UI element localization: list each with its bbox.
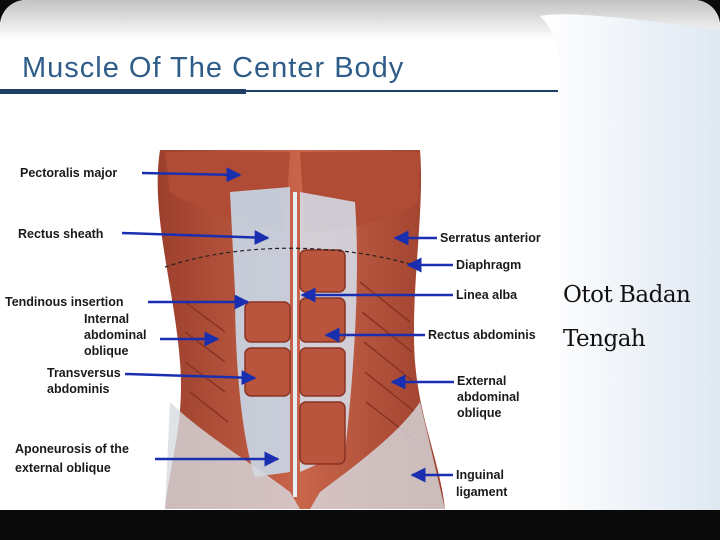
- label-rectus-sheath: Rectus sheath: [18, 227, 103, 241]
- label-external: External: [457, 374, 506, 388]
- label-pectoralis-major: Pectoralis major: [20, 166, 117, 180]
- title-underline-thick: [0, 89, 246, 94]
- label-diaphragm: Diaphragm: [456, 258, 521, 272]
- anatomy-figure: Pectoralis major Rectus sheath Tendinous…: [0, 132, 557, 509]
- title-underline-thin: [246, 90, 558, 92]
- label-external-oblique-left: external oblique: [15, 461, 111, 475]
- anatomy-illustration: Pectoralis major Rectus sheath Tendinous…: [5, 150, 541, 509]
- label-serratus-anterior: Serratus anterior: [440, 231, 541, 245]
- label-rectus-abdominis: Rectus abdominis: [428, 328, 536, 342]
- label-transversus: Transversus: [47, 366, 121, 380]
- slide-title: Muscle Of The Center Body: [22, 52, 405, 84]
- label-internal: Internal: [84, 312, 129, 326]
- label-aponeurosis: Aponeurosis of the: [15, 442, 129, 456]
- inguinal-region: [165, 402, 300, 509]
- bottom-bar: [0, 510, 720, 540]
- caption-line-2: Tengah: [563, 326, 646, 352]
- label-tendinous-insertion: Tendinous insertion: [5, 295, 124, 309]
- label-abdominal-right: abdominal: [457, 390, 520, 404]
- label-oblique-right: oblique: [457, 406, 501, 420]
- label-linea-alba: Linea alba: [456, 288, 518, 302]
- diaphragm-line: [164, 247, 421, 268]
- slide: Muscle Of The Center Body: [0, 0, 720, 510]
- label-abdominis: abdominis: [47, 382, 110, 396]
- oblique-striations: [184, 281, 419, 443]
- label-oblique: oblique: [84, 344, 128, 358]
- label-abdominal: abdominal: [84, 328, 147, 342]
- label-inguinal: Inguinal: [456, 468, 504, 482]
- label-ligament: ligament: [456, 485, 508, 499]
- pointer-arrows: [121, 167, 454, 483]
- caption-line-1: Otot Badan: [563, 282, 691, 308]
